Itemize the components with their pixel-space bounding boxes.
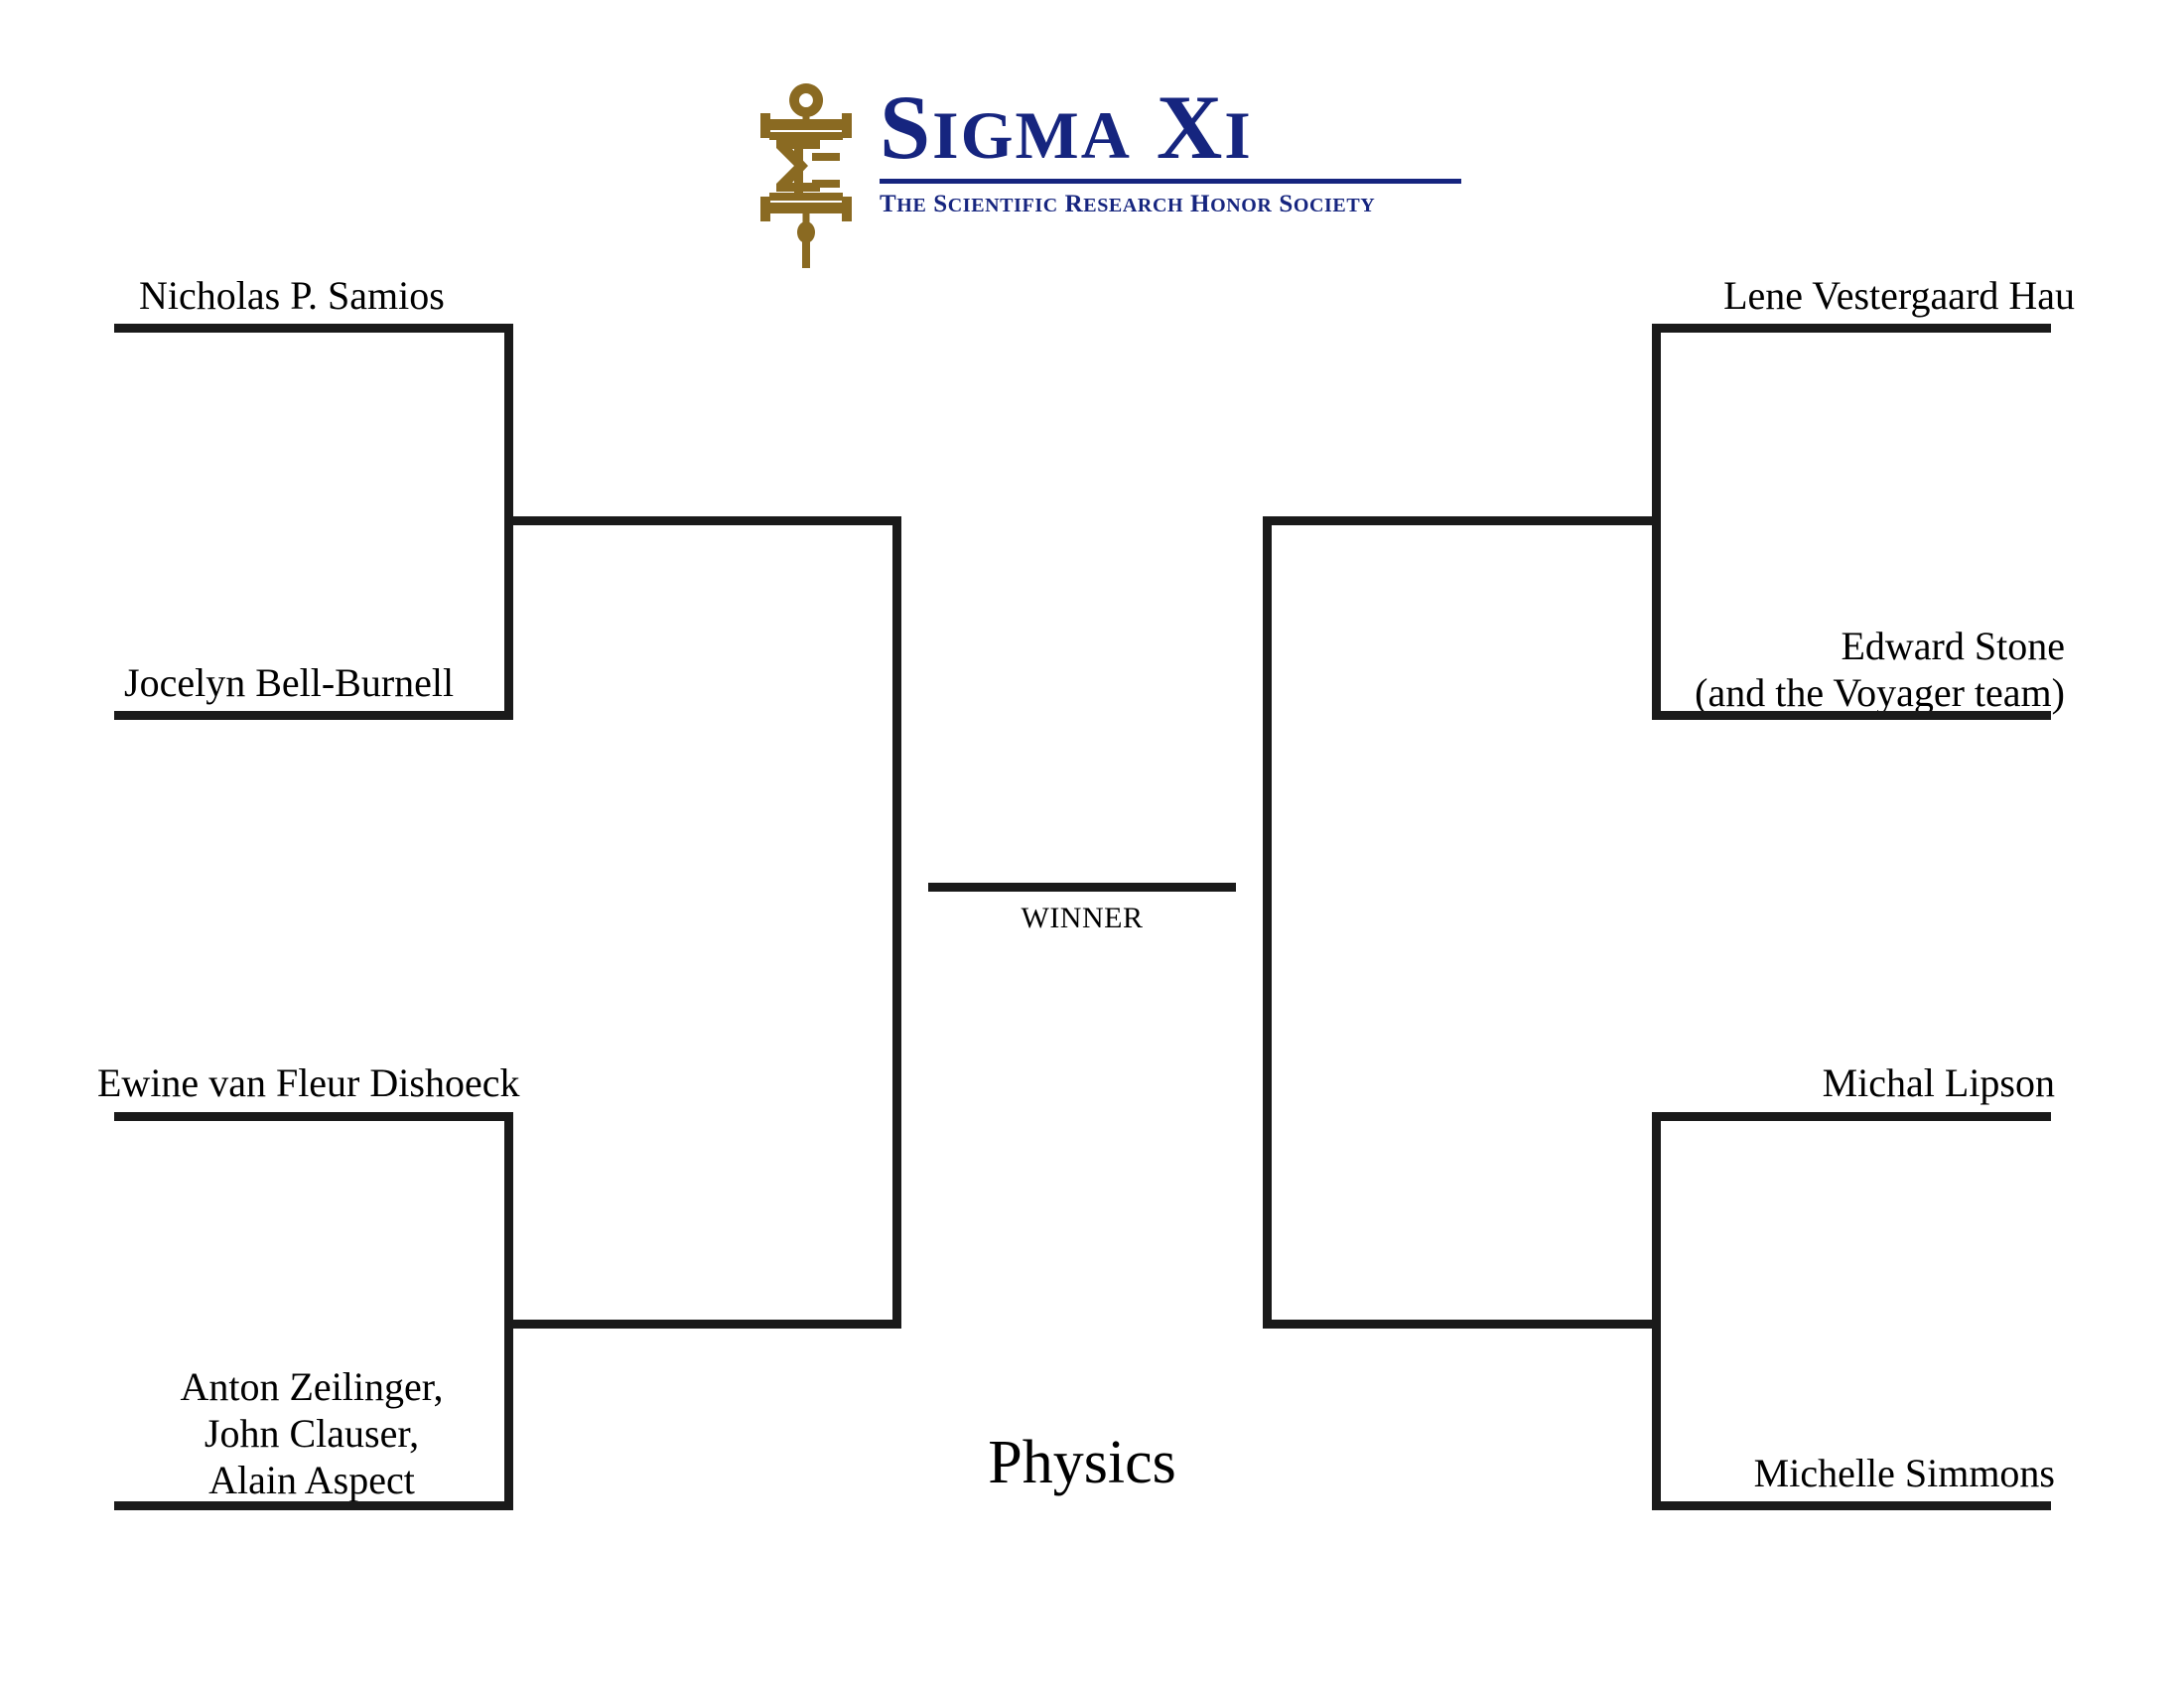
left-sf-slot2-line (504, 1320, 901, 1329)
sigma-xi-wordmark: SIGMA XI (880, 80, 1461, 175)
wordmark-i: I (1224, 97, 1253, 173)
left-r1-slot1-line (114, 324, 513, 333)
tagline-so: S (1279, 190, 1294, 217)
right-r1-slot2-line (1652, 711, 2051, 720)
left-r1-slot4-line (114, 1501, 513, 1510)
sigma-xi-logo: SIGMA XI THE SCIENTIFIC RESEARCH HONOR S… (747, 77, 1461, 272)
tagline-h: H (1190, 190, 1211, 217)
left-sf-slot1-line (504, 516, 901, 525)
right-r1-pair1-connector (1652, 324, 1661, 720)
wordmark-x: X (1156, 76, 1225, 178)
tagline-he: HE (896, 194, 927, 216)
right-sf-slot2-line (1263, 1320, 1660, 1329)
tagline-cientific: CIENTIFIC (947, 194, 1058, 216)
tagline-s: S (933, 190, 948, 217)
right-r1-slot3-label: Michal Lipson (1822, 1060, 2055, 1105)
logo-divider-rule (880, 178, 1461, 184)
tagline-ciety: OCIETY (1293, 194, 1376, 216)
tagline-onor: ONOR (1210, 194, 1273, 216)
sigma-xi-tagline: THE SCIENTIFIC RESEARCH HONOR SOCIETY (880, 191, 1461, 218)
left-r1-pair2-connector (504, 1112, 513, 1510)
wordmark-s: S (880, 76, 933, 178)
right-r1-slot1-label: Lene Vestergaard Hau (1723, 273, 2075, 318)
left-sf-connector (892, 516, 901, 1329)
left-r1-slot2-label: Jocelyn Bell-Burnell (124, 660, 455, 705)
right-r1-slot1-line (1652, 324, 2051, 333)
sigma-xi-scroll-emblem-icon (747, 77, 866, 272)
wordmark-igma: IGMA (932, 97, 1132, 173)
tagline-r: R (1064, 190, 1084, 217)
wordmark-space (1132, 76, 1157, 178)
right-r1-pair2-connector (1652, 1112, 1661, 1510)
right-sf-slot1-line (1263, 516, 1660, 525)
winner-line (928, 883, 1236, 892)
tagline-esearch: ESEARCH (1083, 194, 1184, 216)
left-r1-slot2-line (114, 711, 513, 720)
left-r1-slot3-line (114, 1112, 513, 1121)
right-r1-slot3-line (1652, 1112, 2051, 1121)
right-r1-slot2-label: Edward Stone (and the Voyager team) (1695, 624, 2065, 716)
right-r1-slot4-line (1652, 1501, 2051, 1510)
page-title: Physics (988, 1429, 1176, 1496)
left-r1-slot1-label: Nicholas P. Samios (139, 273, 445, 318)
right-sf-connector (1263, 516, 1272, 1329)
sigma-xi-wordmark-block: SIGMA XI THE SCIENTIFIC RESEARCH HONOR S… (880, 80, 1461, 218)
right-r1-slot4-label: Michelle Simmons (1753, 1451, 2055, 1495)
winner-label: WINNER (1021, 902, 1144, 934)
left-r1-slot4-label: Anton Zeilinger, John Clauser, Alain Asp… (180, 1364, 444, 1503)
tagline-t: T (880, 190, 897, 217)
left-r1-slot3-label: Ewine van Fleur Dishoeck (97, 1060, 520, 1105)
